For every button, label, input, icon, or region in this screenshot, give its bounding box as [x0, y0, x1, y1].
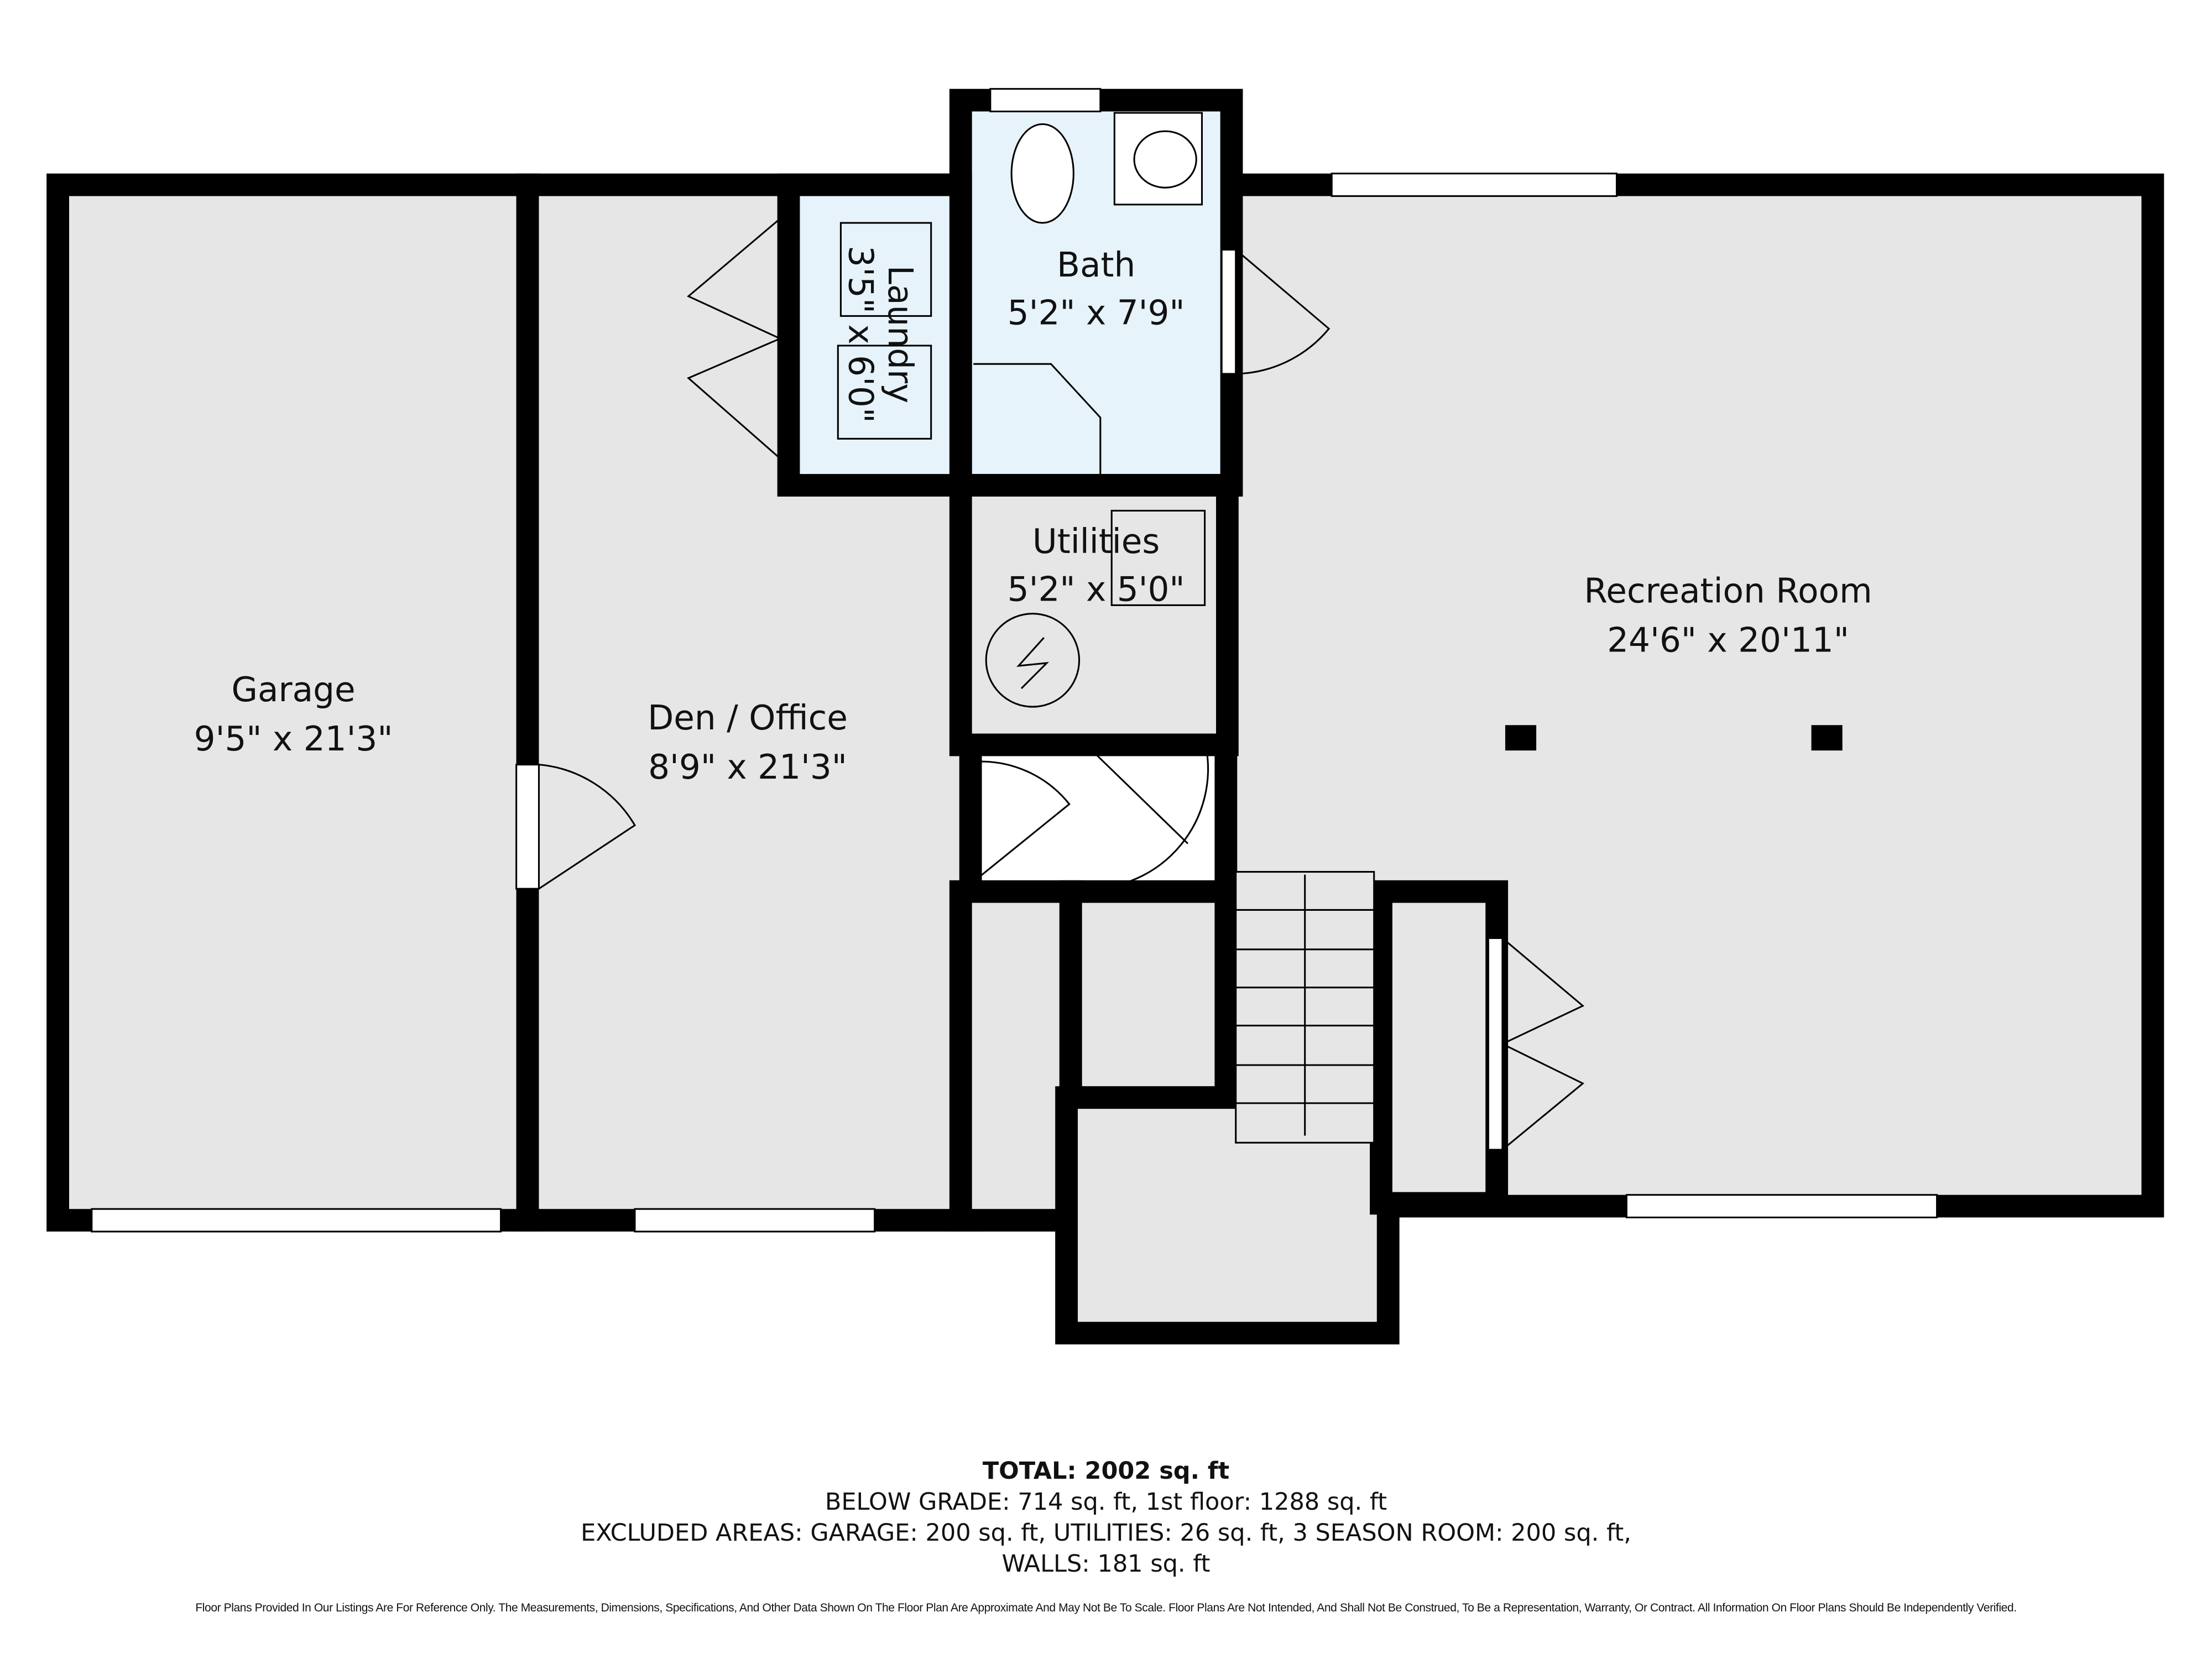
utilities-name: Utilities [1032, 522, 1160, 561]
garage-window [91, 1208, 502, 1233]
stair-landing [1055, 1086, 1400, 1345]
summary-line-2: EXCLUDED AREAS: GARAGE: 200 sq. ft, UTIL… [581, 1519, 1631, 1547]
stair-treads [1235, 874, 1374, 1136]
area-summary: TOTAL: 2002 sq. ft BELOW GRADE: 714 sq. … [0, 1455, 2212, 1579]
laundry-dims: 3'5" x 6'0" [841, 246, 880, 423]
utilities-dims: 5'2" x 5'0" [1008, 570, 1185, 609]
laundry-name: Laundry [880, 265, 920, 403]
den-dims: 8'9" x 21'3" [648, 748, 847, 787]
column [1811, 725, 1843, 751]
toilet-icon [1010, 123, 1074, 224]
fixtures [837, 112, 1206, 708]
bath-door-swing [1235, 249, 1331, 375]
den-name: Den / Office [648, 698, 848, 738]
recreation-dims: 24'6" x 20'11" [1607, 621, 1849, 660]
rec-window-top [1331, 173, 1618, 197]
summary-line-3: WALLS: 181 sq. ft [1001, 1550, 1211, 1578]
disclaimer: Floor Plans Provided In Our Listings Are… [195, 1601, 2017, 1614]
doors [515, 218, 1585, 1151]
den-hall-door [973, 760, 1071, 883]
closet-right [1370, 880, 1509, 1215]
recreation-name: Recreation Room [1584, 571, 1872, 611]
shower-icon [973, 363, 1102, 480]
column [1505, 725, 1537, 751]
closet-left [949, 880, 1082, 1232]
total-area: TOTAL: 2002 sq. ft [982, 1457, 1230, 1485]
sink-icon [1133, 130, 1197, 189]
rec-window-bottom [1625, 1194, 1938, 1219]
den-window [634, 1208, 876, 1233]
util-door [1088, 747, 1209, 890]
garage-room [46, 173, 539, 1232]
garage-dims: 9'5" x 21'3" [194, 719, 393, 759]
summary-line-1: BELOW GRADE: 714 sq. ft, 1st floor: 1288… [825, 1488, 1387, 1516]
den-closet-door [687, 218, 781, 460]
laundry-room [777, 173, 972, 497]
garage-door-swing [538, 764, 637, 890]
garage-door-opening [515, 764, 540, 890]
garage-name: Garage [232, 670, 356, 709]
utilities-room [949, 474, 1239, 757]
bath-window [989, 88, 1102, 113]
bath-name: Bath [1057, 246, 1135, 285]
dryer-icon [837, 345, 932, 440]
bath-dims: 5'2" x 7'9" [1008, 294, 1185, 333]
washer-icon [839, 222, 932, 317]
furnace-icon [985, 613, 1081, 708]
closet-middle [1059, 880, 1238, 1109]
water-heater-icon [1110, 509, 1206, 606]
